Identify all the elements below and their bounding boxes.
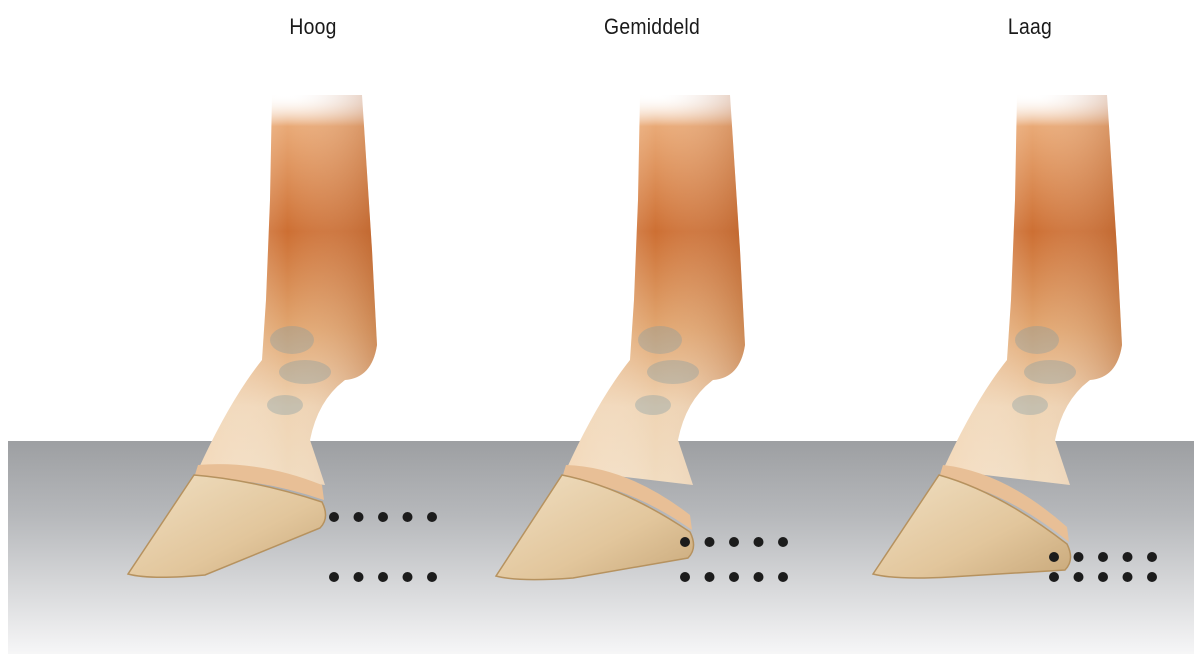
joint-mark xyxy=(638,326,682,354)
joint-mark xyxy=(279,360,331,384)
dot-laag-row2-5 xyxy=(1147,572,1157,582)
dot-hoog-row2-5 xyxy=(427,572,437,582)
joint-mark xyxy=(1012,395,1048,415)
dot-hoog-row2-4 xyxy=(403,572,413,582)
dot-laag-row1-2 xyxy=(1074,552,1084,562)
joint-mark xyxy=(647,360,699,384)
dot-hoog-row1-3 xyxy=(378,512,388,522)
dot-hoog-row1-1 xyxy=(329,512,339,522)
dot-gemiddeld-row1-3 xyxy=(729,537,739,547)
dot-laag-row1-3 xyxy=(1098,552,1108,562)
dot-laag-row2-2 xyxy=(1074,572,1084,582)
joint-mark xyxy=(1024,360,1076,384)
dot-hoog-row1-2 xyxy=(354,512,364,522)
leg-shading xyxy=(943,95,1122,485)
dot-gemiddeld-row1-2 xyxy=(705,537,715,547)
dot-gemiddeld-row1-1 xyxy=(680,537,690,547)
dot-laag-row1-1 xyxy=(1049,552,1059,562)
dot-gemiddeld-row2-3 xyxy=(729,572,739,582)
dot-hoog-row2-1 xyxy=(329,572,339,582)
dot-gemiddeld-row2-5 xyxy=(778,572,788,582)
dot-gemiddeld-row1-5 xyxy=(778,537,788,547)
dot-gemiddeld-row2-2 xyxy=(705,572,715,582)
dot-hoog-row2-3 xyxy=(378,572,388,582)
dot-laag-row1-5 xyxy=(1147,552,1157,562)
leg-shading xyxy=(566,95,745,485)
dot-hoog-row1-4 xyxy=(403,512,413,522)
dot-laag-row2-1 xyxy=(1049,572,1059,582)
joint-mark xyxy=(635,395,671,415)
dot-gemiddeld-row2-4 xyxy=(754,572,764,582)
dot-laag-row2-4 xyxy=(1123,572,1133,582)
dot-gemiddeld-row2-1 xyxy=(680,572,690,582)
joint-mark xyxy=(270,326,314,354)
dot-laag-row1-4 xyxy=(1123,552,1133,562)
leg-shading xyxy=(198,95,377,485)
dot-gemiddeld-row1-4 xyxy=(754,537,764,547)
dot-hoog-row1-5 xyxy=(427,512,437,522)
joint-mark xyxy=(1015,326,1059,354)
joint-mark xyxy=(267,395,303,415)
dot-hoog-row2-2 xyxy=(354,572,364,582)
dot-laag-row2-3 xyxy=(1098,572,1108,582)
